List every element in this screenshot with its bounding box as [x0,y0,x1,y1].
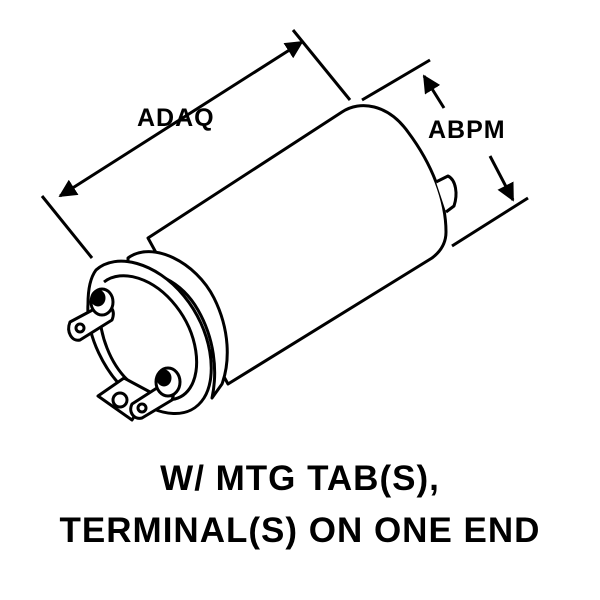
diameter-extension-line-top [361,58,431,102]
length-dimension-line [58,40,304,198]
neck-ring [126,250,229,400]
end-cap-flange [86,259,213,415]
caption-line-1: W/ MTG TAB(S), [160,459,440,498]
capacitor-body [126,104,458,400]
mounting-tab-hole [111,391,129,409]
lower-terminal-post-top [156,369,172,387]
diameter-dimension-arrow-lower [488,155,515,202]
upper-terminal-post-top [90,289,106,307]
upper-terminal-lug-hole [74,322,86,334]
length-extension-line-right [291,29,352,101]
diameter-dimension-label: ABPM [428,116,506,144]
end-cap [86,259,213,415]
diameter-extension-line-bottom [451,196,529,248]
length-dimension-label: ADAQ [137,104,215,132]
cylinder-can [146,104,448,386]
upper-terminal [67,287,115,342]
lower-terminal-lug-hole [136,402,148,414]
length-dimension [40,29,352,259]
end-cap-rim [98,274,199,402]
diameter-dimension [361,58,529,248]
far-end-tab [435,174,458,214]
caption-line-2: TERMINAL(S) ON ONE END [59,511,541,550]
diameter-dimension-arrow-upper [422,74,446,109]
lower-terminal [129,366,182,420]
length-extension-line-left [40,195,94,259]
